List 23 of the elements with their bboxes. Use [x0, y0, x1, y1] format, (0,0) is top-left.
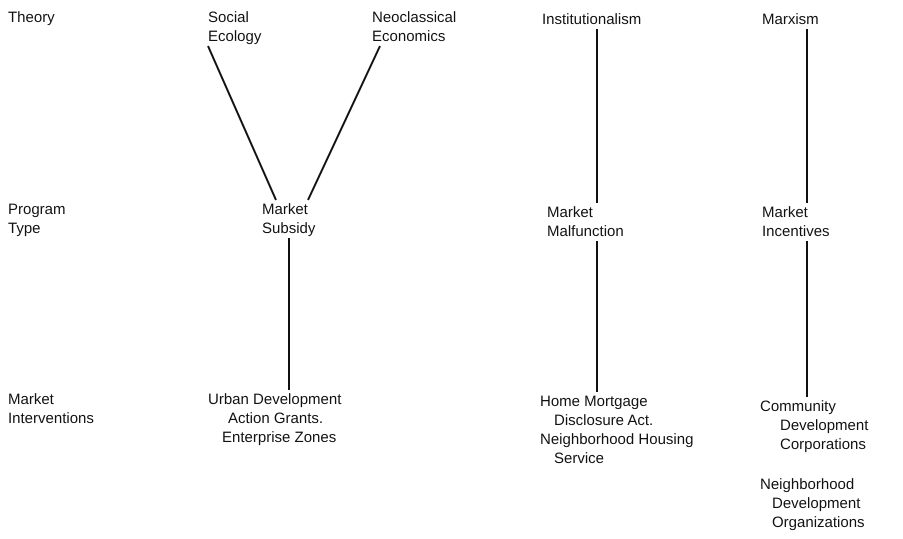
node-text: Market Subsidy — [262, 200, 316, 238]
node-text: Social Ecology — [208, 8, 262, 46]
connector-line — [806, 29, 808, 203]
connector-line — [596, 241, 598, 392]
row-label: Market Interventions — [8, 390, 95, 428]
node-text: Market Incentives — [762, 203, 831, 241]
row-label: Program Type — [8, 200, 67, 238]
node-text: Market Malfunction — [547, 203, 625, 241]
connector-line — [596, 29, 598, 203]
node-text: Marxism — [762, 10, 820, 29]
node-text: Home Mortgage Disclosure Act. — [540, 392, 654, 430]
row-label: Theory — [8, 8, 56, 27]
node-text: Institutionalism — [542, 10, 642, 29]
node-text: Neighborhood Development Organizations — [760, 475, 866, 532]
connector-line — [207, 46, 277, 200]
connector-line — [307, 46, 381, 200]
node-text: Neighborhood Housing Service — [540, 430, 694, 468]
node-text: Neoclassical Economics — [372, 8, 458, 46]
node-text: Community Development Corporations — [760, 397, 870, 454]
node-text: Enterprise Zones — [222, 428, 338, 447]
connector-line — [806, 241, 808, 397]
node-text: Urban Development Action Grants. — [208, 390, 342, 428]
connector-line — [288, 238, 290, 390]
